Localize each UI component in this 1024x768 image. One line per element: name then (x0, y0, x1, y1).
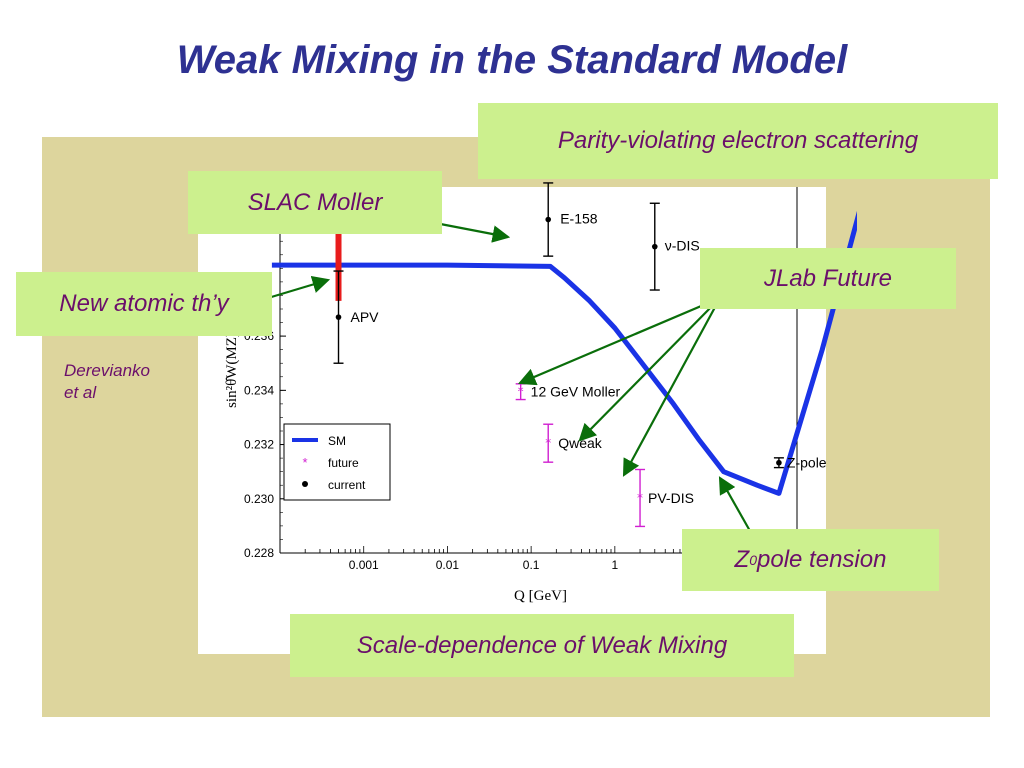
legend-future-swatch: * (302, 455, 307, 470)
y-axis-label: sin²θ̂W(MZ) (224, 332, 240, 408)
x-tick-label: 0.1 (523, 558, 540, 572)
derevianko-note: Derevianko et al (64, 360, 150, 404)
legend-current-swatch (302, 481, 308, 487)
x-axis-label: Q [GeV] (514, 588, 567, 604)
dis-marker (651, 243, 658, 250)
y-tick-label: 0.234 (244, 383, 274, 397)
arrow-jlab-to-qweak (578, 297, 721, 442)
pv-dis-label: PV-DIS (648, 490, 694, 506)
apv-label: APV (351, 309, 380, 325)
slide-title: Weak Mixing in the Standard Model (176, 38, 848, 82)
z-pole-label: Z-pole (787, 455, 827, 471)
note-line-1: Derevianko (64, 361, 150, 380)
qweak-label: Qweak (558, 435, 603, 451)
callout-jlab-future: JLab Future (700, 248, 956, 309)
legend-current-label: current (328, 478, 366, 492)
legend-future-label: future (328, 456, 359, 470)
pv-dis-marker: * (637, 491, 643, 505)
sm-curve (271, 210, 857, 496)
note-line-2: et al (64, 383, 97, 402)
y-tick-label: 0.232 (244, 438, 274, 452)
legend-box (283, 423, 391, 501)
callout-parity: Parity-violating electron scattering (478, 103, 998, 179)
arrow-slac-to-e158 (429, 220, 511, 243)
x-tick-label: 1 (611, 558, 618, 572)
12-gev-moller-label: 12 GeV Moller (531, 384, 621, 400)
dis-label: ν-DIS (665, 238, 700, 254)
x-tick-label: 0.01 (436, 558, 460, 572)
zpole-prefix: Z (734, 546, 750, 573)
arrow-jlab-to-moller (517, 296, 721, 386)
qweak-marker: * (545, 436, 551, 450)
y-tick-label: 0.230 (244, 492, 274, 506)
zpole-suffix: pole tension (757, 546, 887, 573)
e-158-marker (545, 216, 552, 223)
arrow-atomic-to-apv (267, 275, 331, 300)
callout-slac-moller: SLAC Moller (188, 171, 442, 234)
callout-new-atomic: New atomic th’y (16, 272, 272, 336)
apv-marker (335, 314, 342, 320)
e-158-label: E-158 (560, 211, 598, 227)
12-gev-moller-marker: * (518, 385, 524, 399)
z-pole-marker (776, 459, 782, 466)
arrow-jlab-to-pvdis (622, 297, 721, 477)
legend-sm-label: SM (328, 434, 346, 448)
y-tick-label: 0.228 (244, 546, 274, 560)
arrow-zpole-tension (718, 476, 751, 532)
callout-scale-dependence: Scale-dependence of Weak Mixing (290, 614, 794, 677)
zpole-sup: 0 (749, 552, 758, 568)
x-tick-label: 0.001 (349, 558, 379, 572)
